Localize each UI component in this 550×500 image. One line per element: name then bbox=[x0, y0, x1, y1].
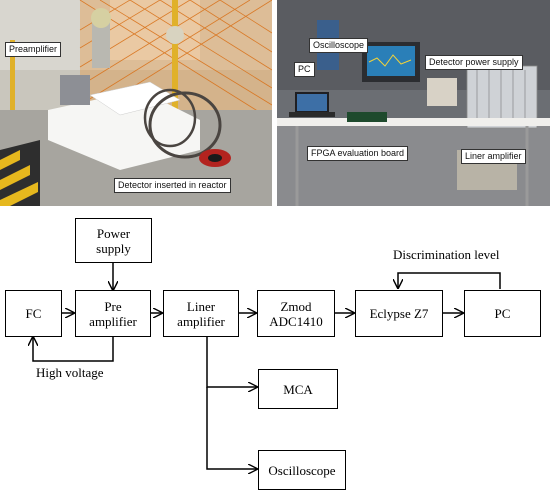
liner-amplifier-box: Liner amplifier bbox=[163, 290, 239, 337]
signal-chain-diagram: Power supply FC Pre amplifier Liner ampl… bbox=[0, 206, 550, 500]
fpga-board-callout: FPGA evaluation board bbox=[307, 146, 409, 161]
mca-box: MCA bbox=[258, 369, 338, 409]
liner-amplifier-callout: Liner amplifier bbox=[461, 149, 526, 164]
oscilloscope-box: Oscilloscope bbox=[258, 450, 346, 490]
preamplifier-callout: Preamplifier bbox=[5, 42, 62, 57]
oscilloscope-callout: Oscilloscope bbox=[309, 38, 369, 53]
pc-callout: PC bbox=[294, 62, 315, 77]
power-supply-box: Power supply bbox=[75, 218, 152, 263]
edge-liner-to-oscilloscope bbox=[206, 387, 257, 469]
high-voltage-label: High voltage bbox=[36, 365, 104, 380]
detector-power-supply-callout: Detector power supply bbox=[425, 55, 523, 70]
edge-discrimination-level bbox=[398, 272, 501, 289]
pc-box: PC bbox=[464, 290, 541, 337]
eclypse-z7-box: Eclypse Z7 bbox=[355, 290, 443, 337]
zmod-adc-box: Zmod ADC1410 bbox=[257, 290, 335, 337]
detector-callout: Detector inserted in reactor bbox=[114, 178, 231, 193]
edge-liner-to-mca bbox=[206, 336, 257, 387]
discrimination-level-label: Discrimination level bbox=[393, 247, 500, 262]
diagram-connectors bbox=[0, 263, 501, 500]
lab-bench-photo: Oscilloscope PC Detector power supply FP… bbox=[277, 0, 550, 206]
pre-amplifier-box: Pre amplifier bbox=[75, 290, 151, 337]
fc-box: FC bbox=[5, 290, 62, 337]
edge-high-voltage bbox=[33, 336, 114, 362]
reactor-photo: Preamplifier Detector inserted in reacto… bbox=[0, 0, 272, 206]
